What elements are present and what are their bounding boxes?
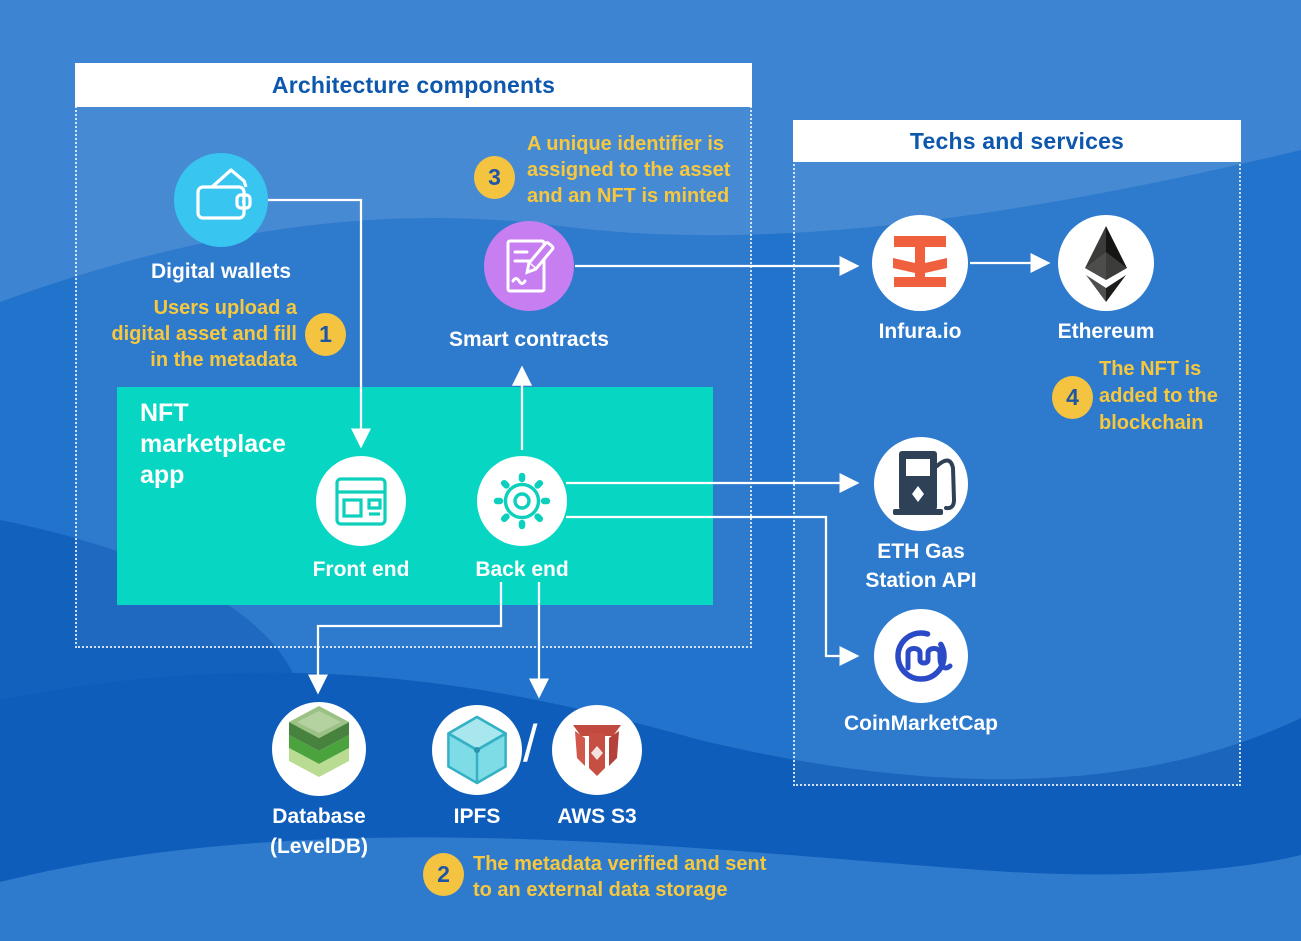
step-1-line2: digital asset and fill (111, 323, 297, 345)
step-3-line1: A unique identifier is (527, 133, 725, 155)
step-4-line2: added to the (1099, 385, 1218, 407)
back-end-node (477, 456, 567, 546)
app-label-line2: marketplace (140, 430, 286, 458)
eth-gas-label-line2: Station API (865, 569, 977, 592)
aws-s3-node (552, 705, 642, 795)
digital-wallets-label: Digital wallets (150, 260, 292, 283)
step-1-line1: Users upload a (153, 297, 297, 319)
step-4-text: The NFT is added to the blockchain (1099, 356, 1249, 437)
techs-services-title: Techs and services (909, 127, 1125, 154)
step-1-badge: 1 (305, 313, 346, 356)
step-4-badge: 4 (1052, 376, 1093, 419)
architecture-components-header: Architecture components (75, 63, 752, 107)
front-end-node (316, 456, 406, 546)
digital-wallets-node (174, 153, 268, 247)
smart-contracts-label: Smart contracts (449, 328, 609, 351)
techs-services-panel (793, 120, 1241, 786)
eth-gas-label-line1: ETH Gas (877, 540, 965, 563)
infura-node (872, 215, 968, 311)
eth-gas-station-node (874, 437, 968, 531)
database-label-line2: (LevelDB) (269, 835, 369, 858)
step-2-line2: to an external data storage (473, 879, 728, 901)
infura-label: Infura.io (878, 320, 962, 343)
database-label: Database (LevelDB) (234, 802, 404, 862)
ipfs-aws-separator: / (523, 715, 538, 773)
app-label-line1: NFT (140, 399, 189, 427)
step-3-text: A unique identifier is assigned to the a… (527, 131, 757, 209)
step-3-badge: 3 (474, 156, 515, 199)
front-end-label: Front end (312, 558, 410, 581)
step-4-line3: blockchain (1099, 412, 1204, 434)
app-label-line3: app (140, 461, 185, 489)
step-3-line3: and an NFT is minted (527, 185, 730, 207)
back-end-label: Back end (475, 558, 569, 581)
eth-gas-station-label: ETH Gas Station API (839, 537, 1003, 595)
coinmarketcap-node (874, 609, 968, 703)
database-label-line1: Database (272, 805, 366, 828)
ethereum-node (1058, 215, 1154, 311)
smart-contracts-node (484, 221, 574, 311)
aws-s3-label: AWS S3 (557, 805, 637, 828)
step-2-line1: The metadata verified and sent (473, 853, 767, 875)
step-1-line3: in the metadata (150, 349, 297, 371)
techs-services-header: Techs and services (793, 120, 1241, 162)
ipfs-node (432, 705, 522, 795)
ipfs-label: IPFS (453, 805, 501, 828)
coinmarketcap-label: CoinMarketCap (843, 712, 999, 735)
step-4-line1: The NFT is (1099, 358, 1202, 380)
ethereum-label: Ethereum (1057, 320, 1155, 343)
architecture-components-title: Architecture components (271, 71, 556, 98)
step-3-line2: assigned to the asset (527, 159, 731, 181)
nft-marketplace-app-label: NFT marketplace app (140, 398, 380, 491)
step-1-text: Users upload a digital asset and fill in… (85, 295, 297, 373)
step-2-text: The metadata verified and sent to an ext… (473, 851, 803, 903)
step-2-badge: 2 (423, 853, 464, 896)
database-node (272, 702, 366, 796)
